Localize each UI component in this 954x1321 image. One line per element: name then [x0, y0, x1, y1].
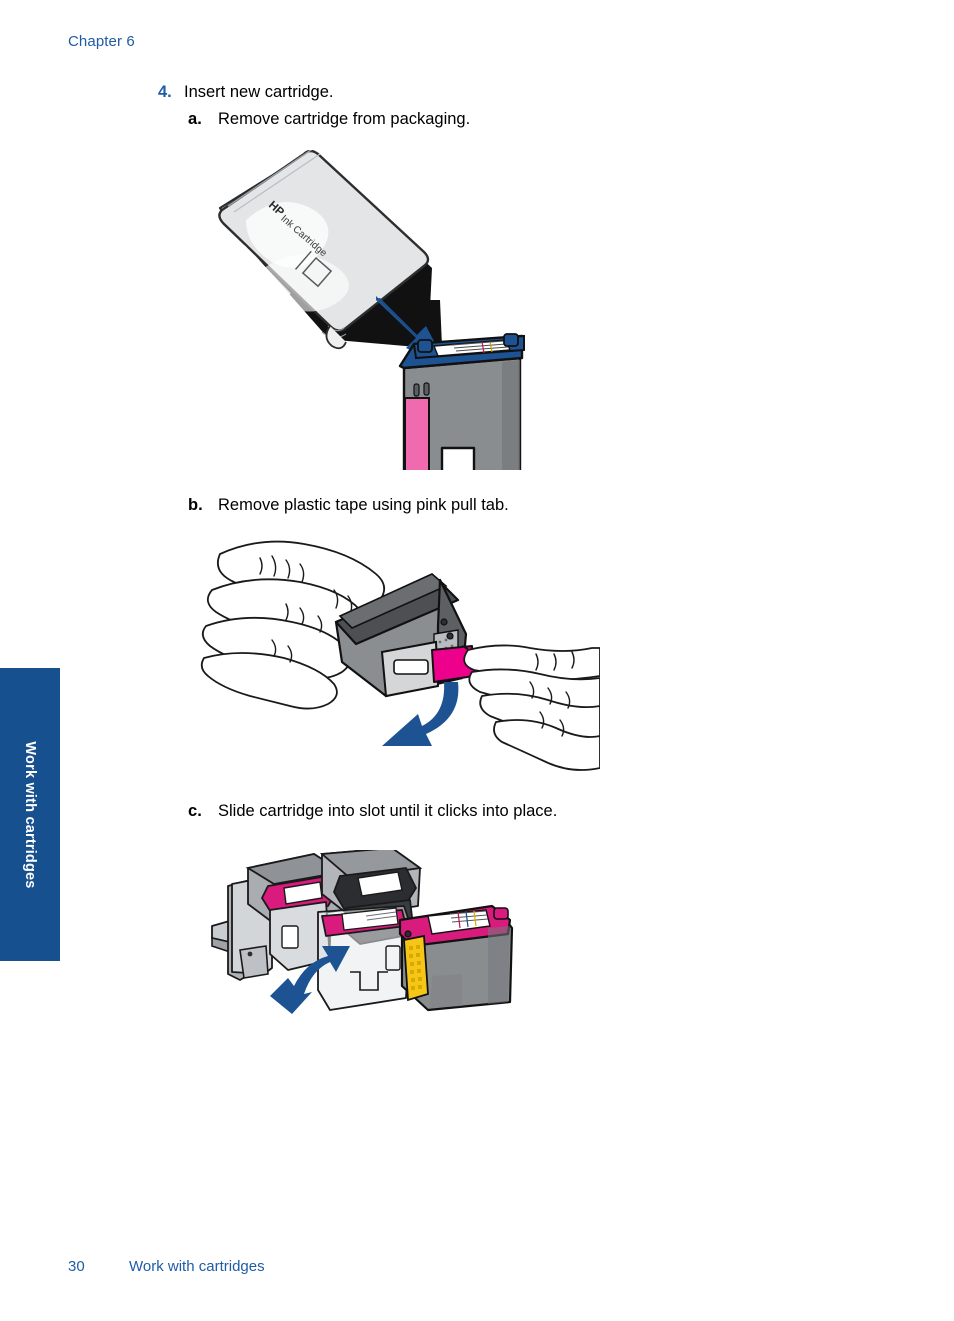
cartridge-packaging-illustration: HP Ink Cartridge — [210, 147, 530, 478]
page-footer: 30 Work with cartridges — [68, 1258, 265, 1275]
substep-b-letter-text: b — [188, 496, 199, 514]
substep-c-text: Slide cartridge into slot until it click… — [218, 802, 558, 820]
direction-arrow-icon — [270, 946, 350, 1014]
footer-page-number: 30 — [68, 1258, 85, 1275]
slide-cartridge-illustration — [210, 847, 540, 1040]
substep-a-text: Remove cartridge from packaging. — [218, 110, 471, 128]
substep-a-letter-text: a — [188, 110, 198, 128]
substep-c-separator: . — [197, 802, 202, 820]
remove-tape-illustration — [200, 530, 601, 780]
step-4-text: Insert new cartridge. — [184, 83, 334, 101]
substep-b-separator: . — [198, 496, 203, 514]
direction-arrow-icon — [382, 682, 459, 746]
ink-cartridge-graphic — [398, 333, 525, 478]
substep-c-letter-text: c — [188, 802, 198, 820]
inserting-cartridge — [398, 904, 514, 1012]
substep-a-row: a. Remove cartridge from packaging. — [188, 110, 470, 129]
substep-b-letter: b. — [188, 496, 218, 515]
substep-c-letter: c. — [188, 802, 218, 821]
substep-b-row: b. Remove plastic tape using pink pull t… — [188, 496, 509, 515]
ink-cartridge-graphic — [334, 573, 468, 698]
footer-section-title: Work with cartridges — [129, 1258, 265, 1275]
chapter-header: Chapter 6 — [68, 33, 135, 50]
substep-a-letter: a. — [188, 110, 218, 129]
substep-b-text: Remove plastic tape using pink pull tab. — [218, 496, 509, 514]
seated-cartridge-left — [245, 853, 345, 971]
step-4-row: 4. Insert new cartridge. — [158, 83, 333, 102]
step-4-number: 4. — [158, 83, 172, 101]
side-tab-work-with-cartridges: Work with cartridges — [0, 668, 60, 961]
substep-c-row: c. Slide cartridge into slot until it cl… — [188, 802, 557, 821]
substep-a-separator: . — [197, 110, 202, 128]
